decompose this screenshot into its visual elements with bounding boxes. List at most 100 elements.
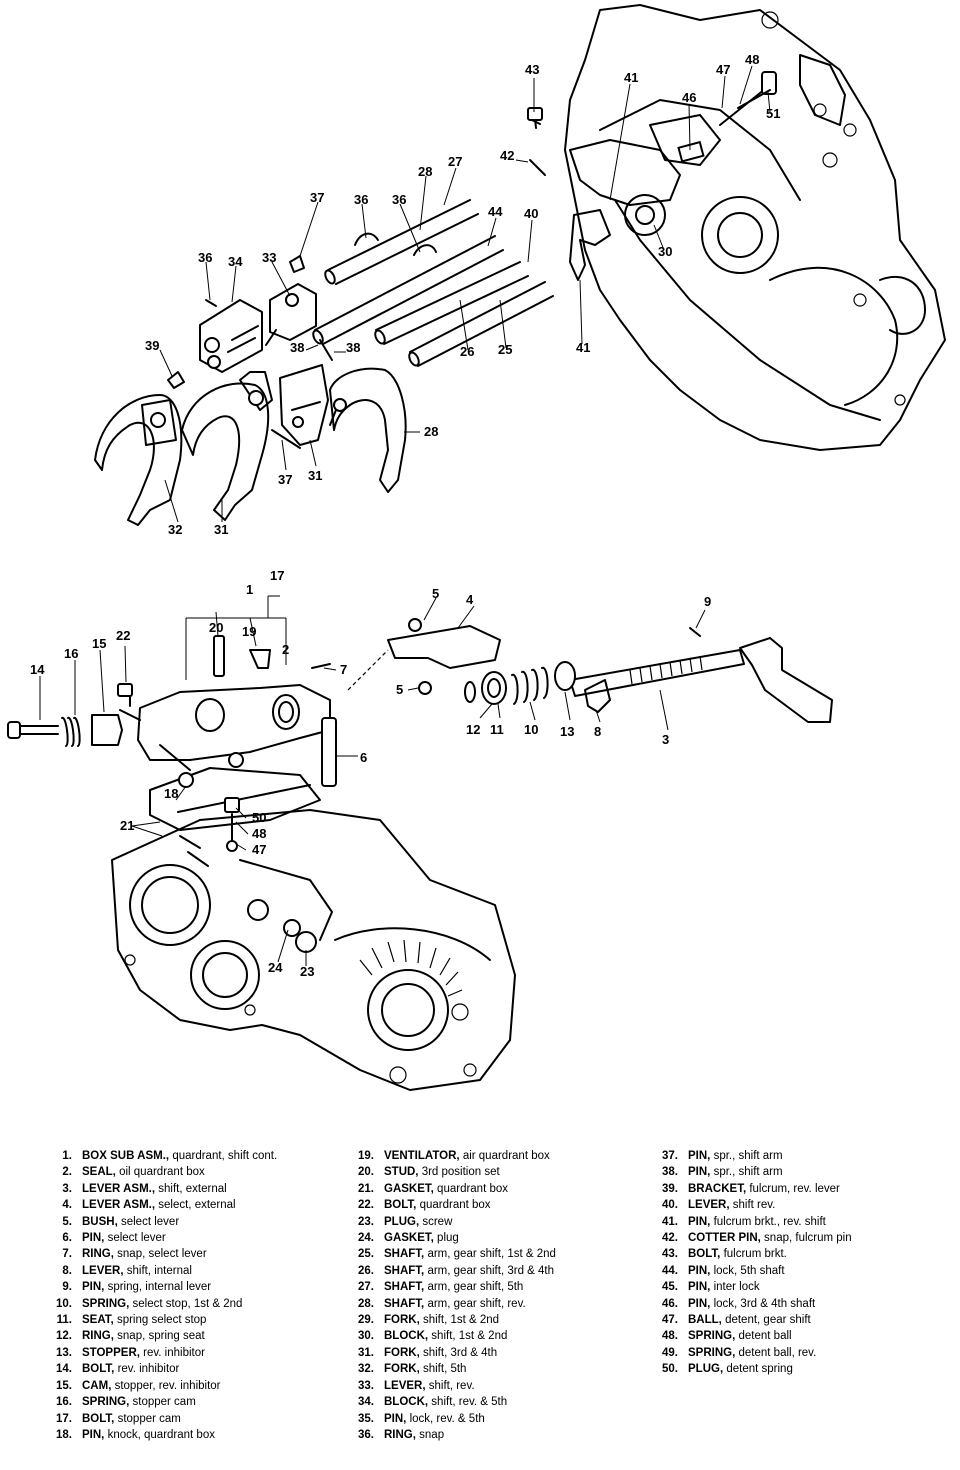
legend-item-description: shift, 1st & 2nd [431,1330,508,1343]
transmission-case-upper [527,4,946,451]
legend-item: 31.FORK, shift, 3rd & 4th [340,1345,640,1361]
legend-item: 10.SPRING, select stop, 1st & 2nd [38,1296,338,1312]
legend-item-description: shift, 5th [422,1363,467,1376]
legend-item-number: 41. [662,1215,678,1228]
legend-item-name: SEAL, [82,1166,116,1179]
callout-24: 24 [268,960,283,975]
callout-33: 33 [262,250,276,265]
legend-item-number: 39. [662,1182,678,1195]
callout-36: 36 [392,192,406,207]
legend-item-description: knock, quardrant box [107,1428,215,1441]
legend-item-number: 47. [662,1314,678,1327]
legend-item-description: detent, gear shift [725,1314,811,1327]
legend-item: 6.PIN, select lever [38,1230,338,1246]
legend-item-number: 44. [662,1264,678,1277]
legend-item-name: BUSH, [82,1215,118,1228]
legend-item-name: SHAFT, [384,1248,425,1261]
legend-item: 24.GASKET, plug [340,1230,640,1246]
legend-item-name: LEVER, [688,1199,730,1212]
legend-item-name: VENTILATOR, [384,1150,460,1162]
legend-item-description: quardrant box [437,1182,509,1195]
legend-item-description: detent ball [738,1330,792,1343]
legend-item-name: SPRING, [688,1330,736,1343]
legend-item-name: FORK, [384,1346,420,1359]
callout-51: 51 [766,106,780,121]
legend-item: 40.LEVER, shift rev. [644,1197,954,1213]
legend-item-name: BOLT, [384,1199,417,1212]
exploded-view-diagram: 43 41 46 47 48 51 42 30 41 40 44 27 28 3… [7,4,946,1091]
legend-item: 7.RING, snap, select lever [38,1246,338,1262]
callout-30: 30 [658,244,672,259]
legend-item: 28.SHAFT, arm, gear shift, rev. [340,1296,640,1312]
legend-item: 12.RING, snap, spring seat [38,1328,338,1344]
callout-21: 21 [120,818,134,833]
legend-item-name: SEAT, [82,1314,114,1327]
legend-item: 5. BUSH, select lever [38,1214,338,1230]
legend-item-number: 19. [358,1150,374,1162]
legend-item-name: RING, [384,1428,416,1441]
legend-item-name: STUD, [384,1166,419,1179]
callout-42: 42 [500,148,514,163]
callout-leaders [39,65,771,966]
legend-item-number: 5. [62,1215,72,1228]
callout-6: 6 [360,750,367,765]
legend-item-name: CAM, [82,1379,112,1392]
callout-50: 50 [252,810,266,825]
legend-item: 20.STUD, 3rd position set [340,1164,640,1180]
callout-23: 23 [300,964,314,979]
legend-item-description: select lever [120,1215,180,1228]
legend-item: 25.SHAFT, arm, gear shift, 1st & 2nd [340,1246,640,1262]
callout-47b: 47 [252,842,266,857]
legend-item-number: 14. [56,1363,72,1376]
legend-item-name: GASKET, [384,1182,434,1195]
legend-item: 21.GASKET, quardrant box [340,1181,640,1197]
legend-item-name: BOLT, [688,1248,721,1261]
callout-36b: 36 [354,192,368,207]
legend-item-description: rev. inhibitor [117,1363,180,1376]
callout-39: 39 [145,338,159,353]
callout-5: 5 [432,586,439,601]
legend-item: 43.BOLT, fulcrum brkt. [644,1246,954,1262]
legend-item-number: 38. [662,1166,678,1179]
legend-item-number: 9. [62,1281,72,1294]
legend-item-number: 26. [358,1264,374,1277]
shift-control-quadrant-and-case [7,618,833,1091]
legend-item: 47.BALL, detent, gear shift [644,1312,954,1328]
legend-item-number: 17. [56,1412,72,1425]
legend-item-name: PIN, [82,1232,105,1245]
legend-item-name: BLOCK, [384,1396,429,1409]
callout-18: 18 [164,786,178,801]
callout-43: 43 [525,62,539,77]
legend-item-description: detent ball, rev. [738,1346,817,1359]
legend-item-number: 30. [358,1330,374,1343]
legend-item-name: FORK, [384,1363,420,1376]
callout-11: 11 [490,722,504,737]
legend-item: 22.BOLT, quardrant box [340,1197,640,1213]
callout-20: 20 [209,620,223,635]
legend-item: 33.LEVER, shift, rev. [340,1378,640,1394]
legend-item-number: 23. [358,1215,374,1228]
legend-item-name: SPRING, [688,1346,736,1359]
legend-item-number: 45. [662,1281,678,1294]
legend-item-description: shift, internal [126,1264,192,1277]
legend-item-name: BRACKET, [688,1182,747,1195]
legend-item-name: SPRING, [82,1396,130,1409]
legend-item-name: PIN, [82,1428,105,1441]
legend-item-description: fulcrum, rev. lever [749,1182,840,1195]
legend-item-number: 15. [56,1379,72,1392]
legend-item: 18.PIN, knock, quardrant box [38,1427,338,1443]
legend-item: 48.SPRING, detent ball [644,1328,954,1344]
legend-item-description: shift, 1st & 2nd [422,1314,500,1327]
callout-32: 32 [168,522,182,537]
legend-item-number: 10. [56,1297,72,1310]
legend-item-description: 3rd position set [421,1166,500,1179]
legend-item-number: 42. [662,1232,678,1245]
legend-item: 32.FORK, shift, 5th [340,1361,640,1377]
legend-item: 36.RING, snap [340,1427,640,1443]
legend-item-name: PIN, [384,1412,407,1425]
callout-15: 15 [92,636,106,651]
legend-item-number: 40. [662,1199,678,1212]
legend-item-name: LEVER ASM., [82,1182,156,1195]
legend-item: 11.SEAT, spring select stop [38,1312,338,1328]
